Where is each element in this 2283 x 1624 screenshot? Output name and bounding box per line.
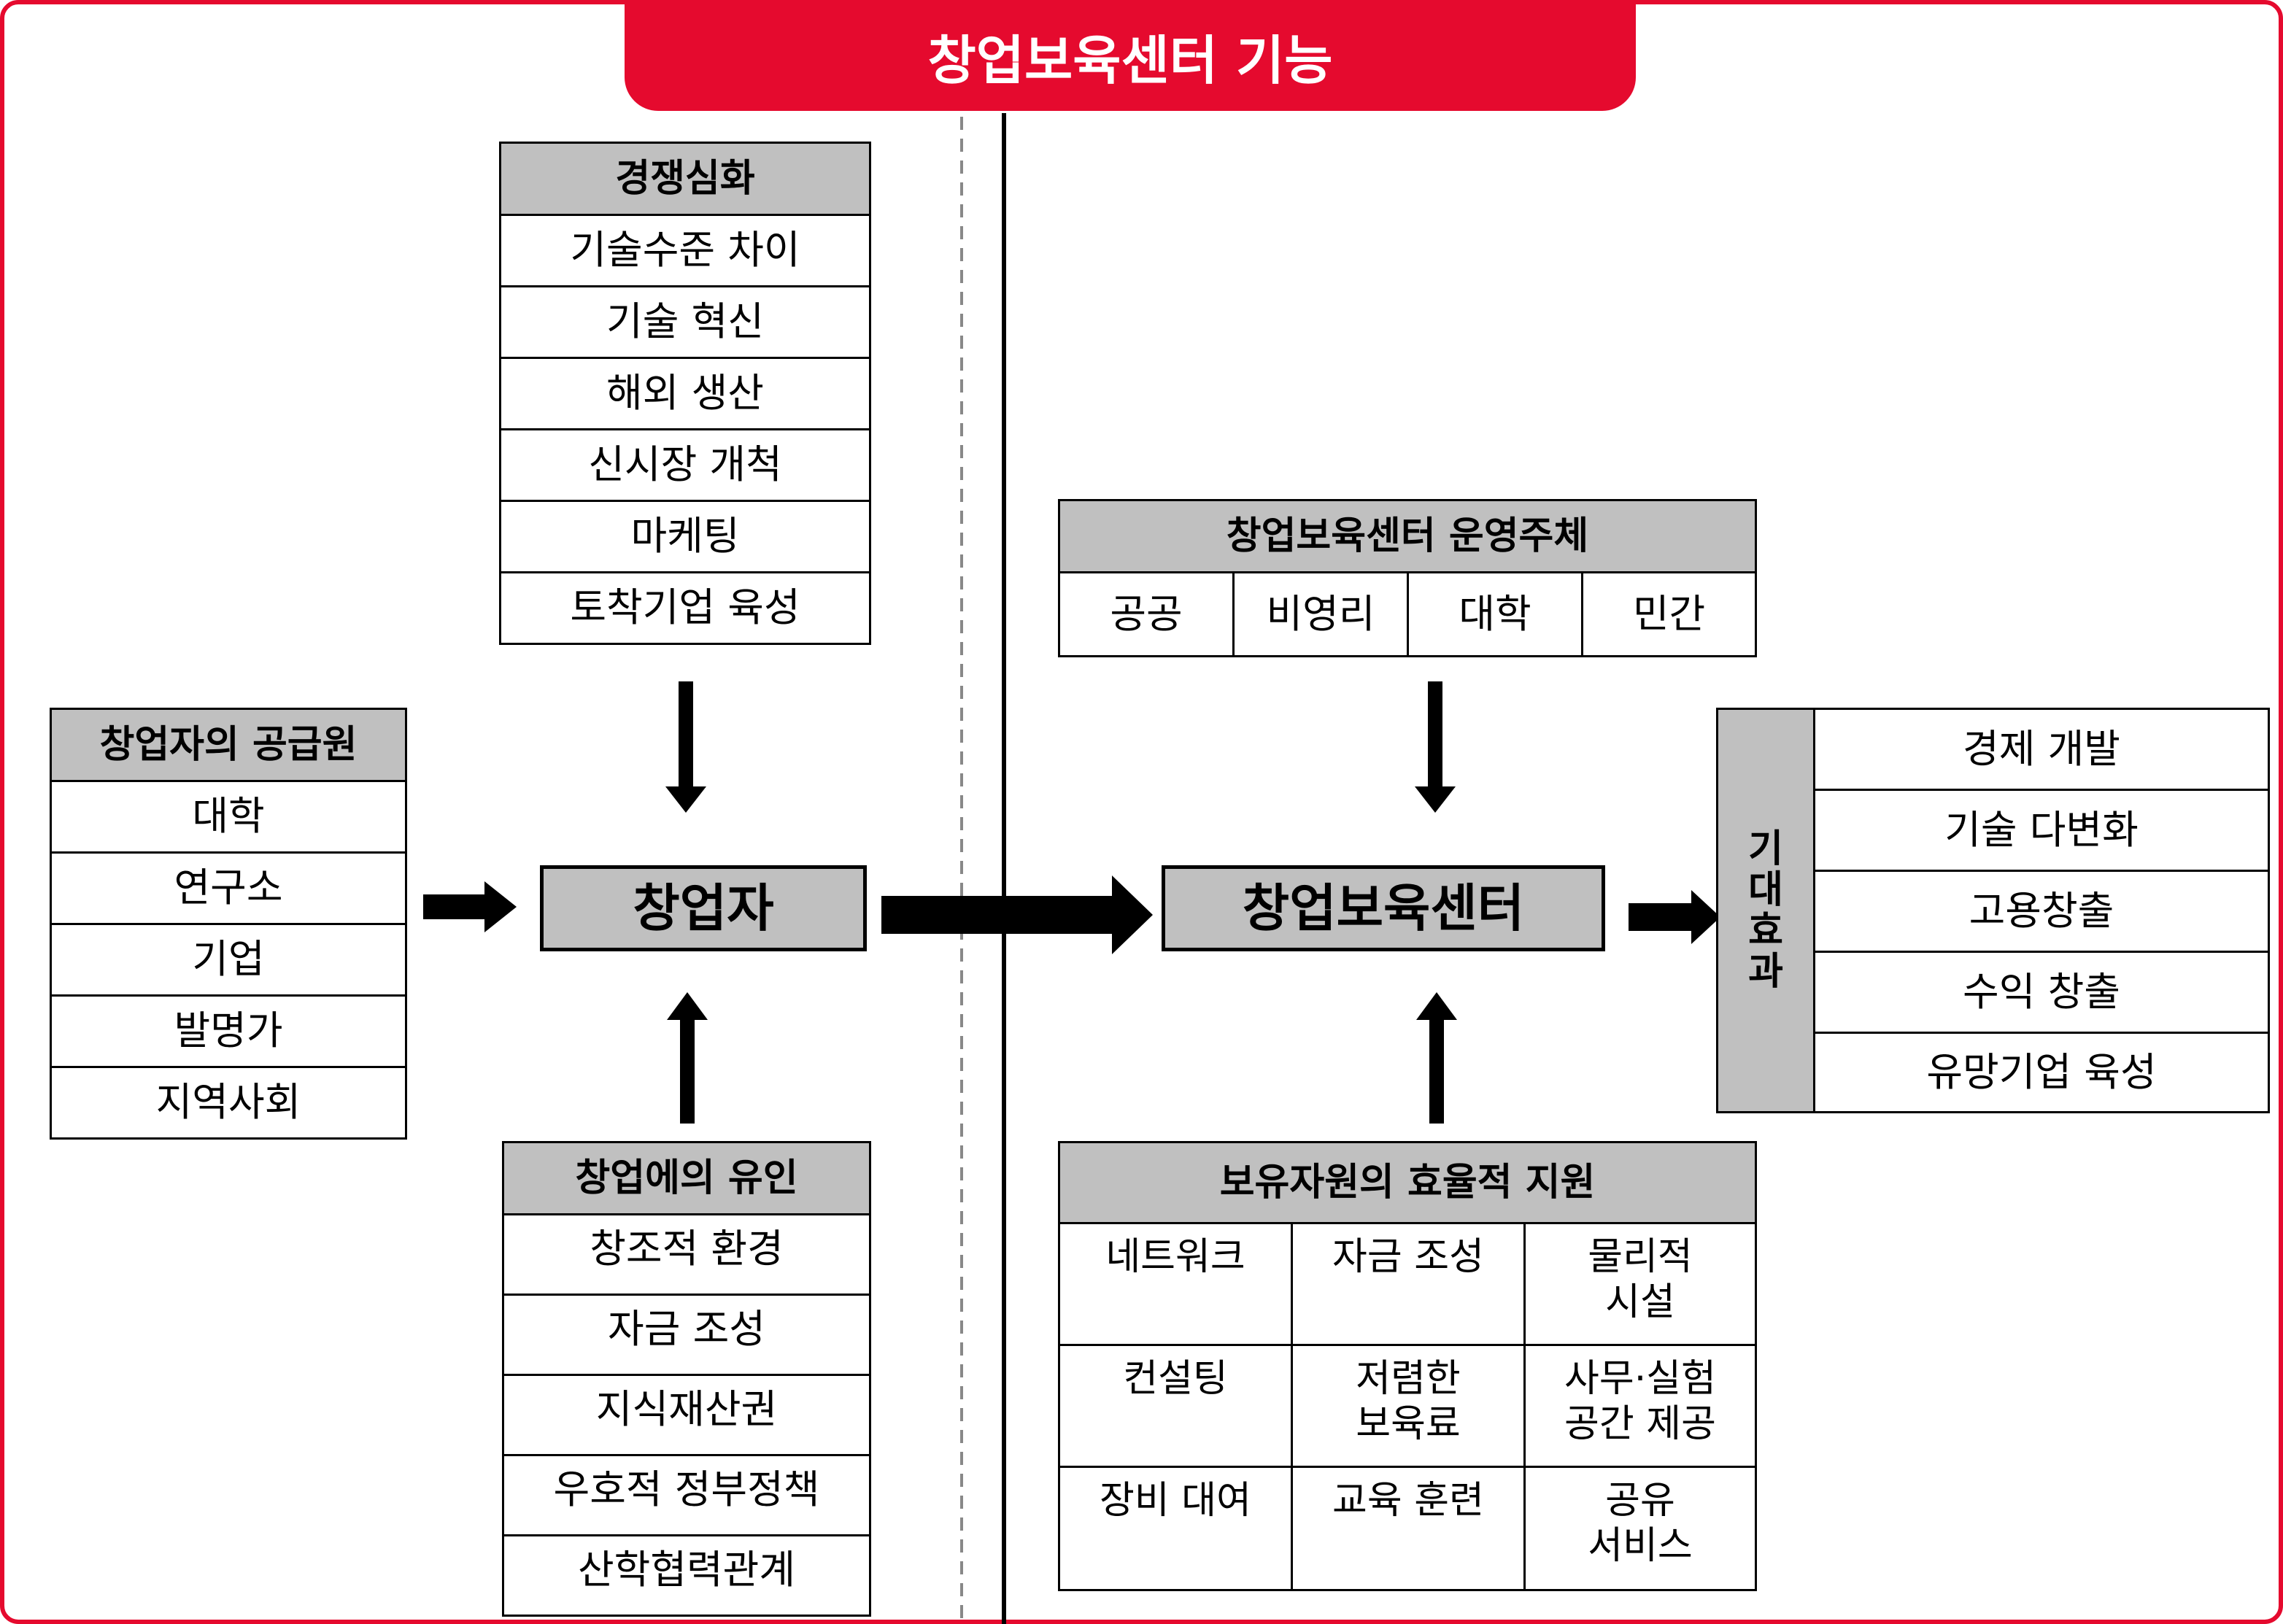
resource-item: 자금 조성 [1291, 1222, 1526, 1346]
effect-item: 기술 다변화 [1813, 789, 2270, 872]
inducement-item: 지식재산권 [502, 1374, 871, 1456]
inducement-header: 창업에의 유인 [502, 1141, 871, 1215]
operators-header: 창업보육센터 운영주체 [1058, 499, 1757, 573]
resources-header: 보유자원의 효율적 지원 [1058, 1141, 1757, 1224]
competition-item: 토착기업 육성 [499, 571, 871, 645]
operator-item: 비영리 [1232, 571, 1409, 657]
resource-item: 컨설팅 [1058, 1344, 1293, 1468]
supply-item: 기업 [50, 923, 407, 997]
arrow-resources-to-center [1416, 992, 1457, 1124]
inducement-item: 산학협력관계 [502, 1534, 871, 1617]
inducement-item: 창조적 환경 [502, 1213, 871, 1296]
arrow-operators-to-center [1415, 681, 1456, 813]
resource-item: 물리적 시설 [1523, 1222, 1757, 1346]
competition-header: 경쟁심화 [499, 142, 871, 216]
arrow-center-to-effects [1629, 890, 1720, 944]
operator-item: 공공 [1058, 571, 1235, 657]
competition-item: 마케팅 [499, 500, 871, 573]
supply-item: 발명가 [50, 994, 407, 1068]
supply-item: 연구소 [50, 851, 407, 925]
founder-box: 창업자 [540, 865, 867, 951]
effect-item: 수익 창출 [1813, 951, 2270, 1034]
supply-item: 대학 [50, 780, 407, 854]
resource-item: 교육 훈련 [1291, 1466, 1526, 1591]
effect-item: 경제 개발 [1813, 708, 2270, 791]
effect-item: 유망기업 육성 [1813, 1032, 2270, 1113]
inducement-item: 우호적 정부정책 [502, 1454, 871, 1536]
competition-item: 기술 혁신 [499, 285, 871, 359]
page-title: 창업보육센터 기능 [625, 0, 1636, 111]
operator-item: 대학 [1407, 571, 1583, 657]
operator-item: 민간 [1581, 571, 1757, 657]
resource-item: 사무·실험 공간 제공 [1523, 1344, 1757, 1468]
inducement-item: 자금 조성 [502, 1294, 871, 1376]
arrow-founder-to-center [881, 875, 1153, 954]
arrow-competition-to-founder [665, 681, 706, 813]
competition-item: 신시장 개척 [499, 428, 871, 502]
resource-item: 네트워크 [1058, 1222, 1293, 1346]
competition-item: 기술수준 차이 [499, 214, 871, 287]
effect-item: 고용창출 [1813, 870, 2270, 953]
arrow-supply-to-founder [423, 881, 517, 932]
arrow-inducement-to-founder [667, 992, 708, 1124]
effects-label: 기 대 효 과 [1716, 708, 1815, 1113]
resource-item: 공유 서비스 [1523, 1466, 1757, 1591]
supply-header: 창업자의 공급원 [50, 708, 407, 782]
resource-item: 저렴한 보육료 [1291, 1344, 1526, 1468]
competition-item: 해외 생산 [499, 357, 871, 430]
supply-item: 지역사회 [50, 1066, 407, 1140]
center-box: 창업보육센터 [1162, 865, 1605, 951]
resource-item: 장비 대여 [1058, 1466, 1293, 1591]
